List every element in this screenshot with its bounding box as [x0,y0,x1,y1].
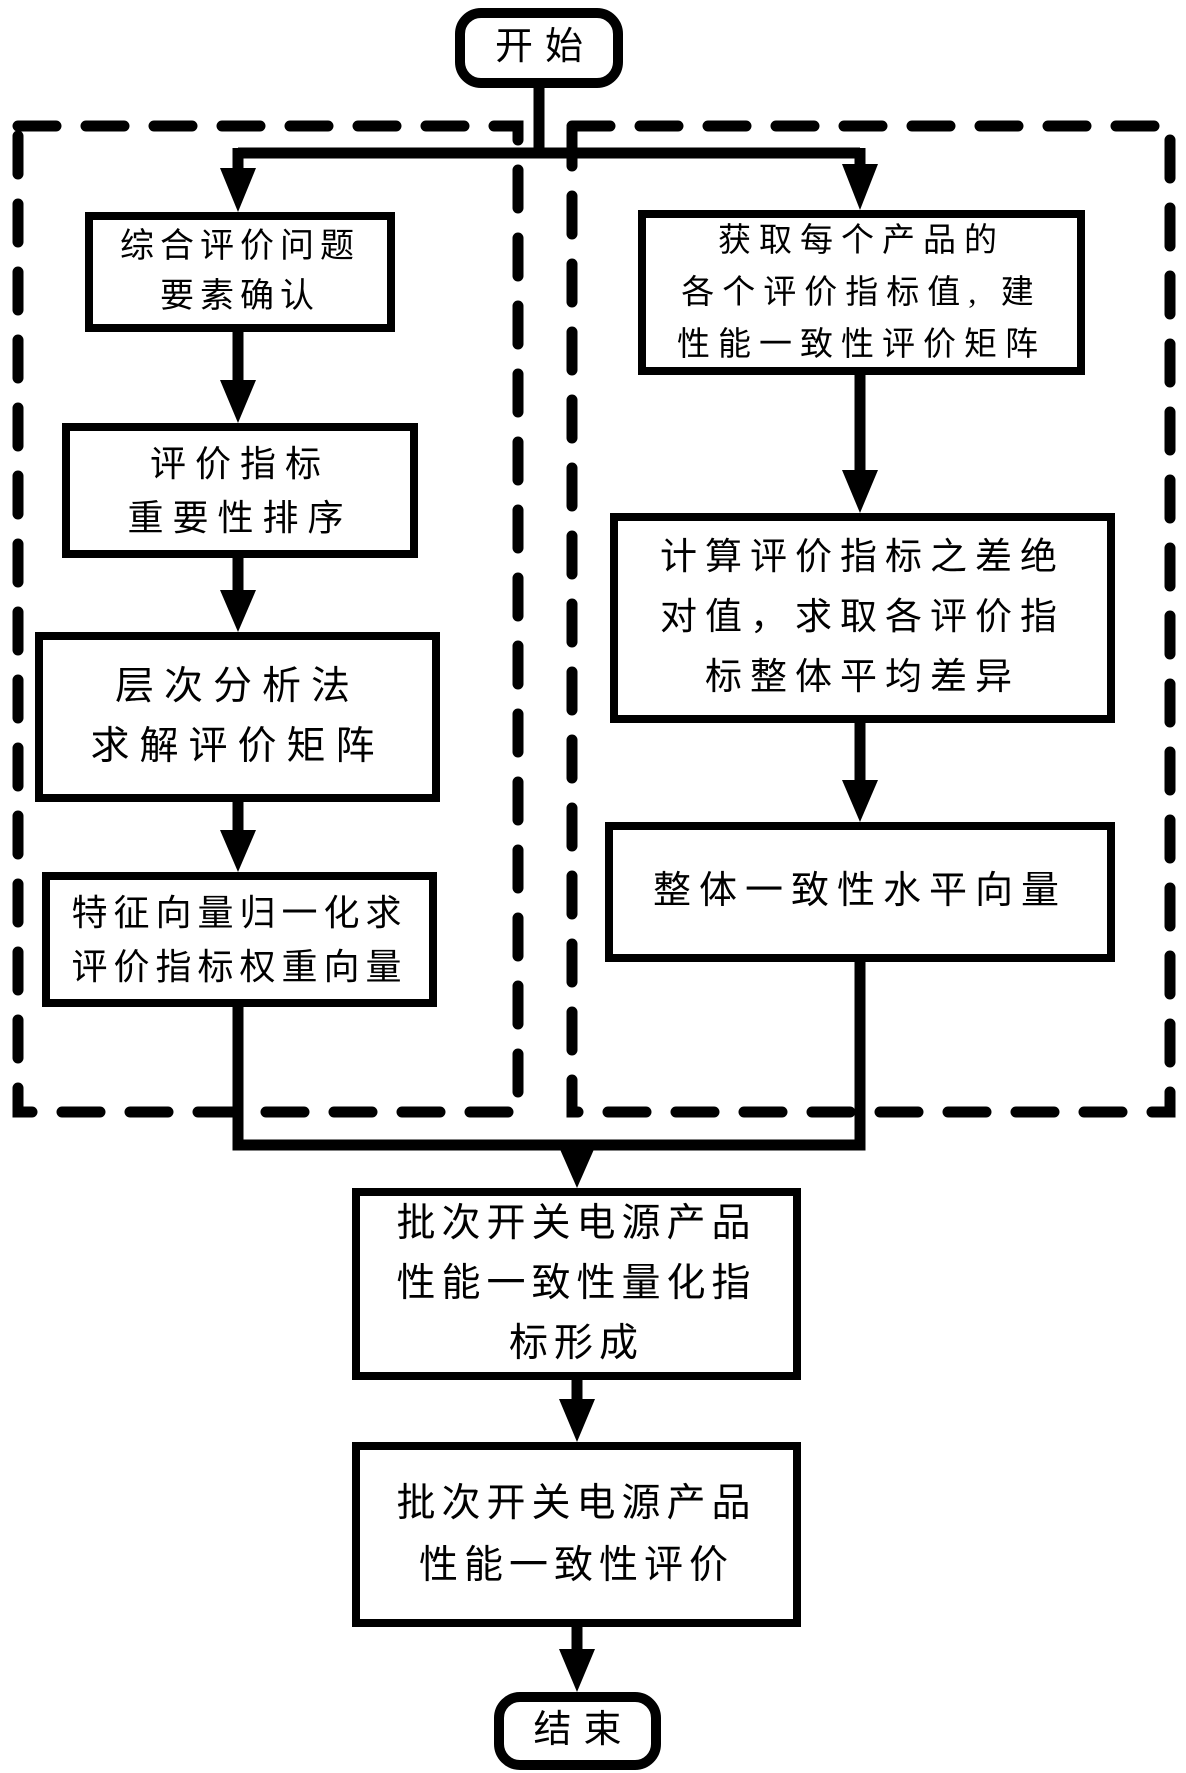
step-ahp-solve-matrix: 层次分析法 求解评价矩阵 [35,632,440,802]
step-label: 整体一致性水平向量 [652,870,1067,913]
arrow-l1-l2-head [220,380,256,423]
end-label: 结束 [533,1709,634,1752]
branch-line [238,84,860,159]
step-label: 获取每个产品的 各个评价指标值, 建 性能一致性评价矩阵 [677,222,1046,363]
arrow-branch-right-head [842,164,878,210]
step-label: 批次开关电源产品 性能一致性量化指 标形成 [396,1202,757,1365]
step-label: 评价指标 重要性排序 [127,443,353,538]
arrow-l3-l4-head [220,830,256,872]
start-terminal: 开始 [455,8,623,88]
step-label: 层次分析法 求解评价矩阵 [90,665,385,768]
end-terminal: 结束 [494,1692,661,1770]
arrow-l2-l3-head [220,590,256,632]
step-label: 批次开关电源产品 性能一致性评价 [396,1481,757,1587]
step-indicator-importance-ranking: 评价指标 重要性排序 [62,423,418,558]
step-label: 计算评价指标之差绝 对值，求取各评价指 标整体平均差异 [660,537,1065,698]
step-eigenvector-normalization: 特征向量归一化求 评价指标权重向量 [42,872,437,1007]
step-label: 综合评价问题 要素确认 [120,228,360,315]
arrow-b2-end-head [559,1649,595,1692]
dashed-group-left [12,120,524,1118]
arrow-branch-left-head [220,168,256,212]
dashed-group-right [566,120,1176,1118]
start-label: 开始 [494,26,595,69]
merge-line [232,962,866,1151]
arrow-r2-r3-head [842,780,878,822]
step-compute-absolute-differences: 计算评价指标之差绝 对值，求取各评价指 标整体平均差异 [610,513,1115,723]
step-consistency-evaluation: 批次开关电源产品 性能一致性评价 [352,1442,801,1627]
step-evaluation-elements: 综合评价问题 要素确认 [85,212,395,332]
arrow-b1-b2-head [559,1399,595,1442]
step-acquire-indicator-values: 获取每个产品的 各个评价指标值, 建 性能一致性评价矩阵 [638,210,1085,375]
arrow-merge-head [559,1147,595,1188]
step-label: 特征向量归一化求 评价指标权重向量 [71,892,408,987]
step-quantized-indicator-formation: 批次开关电源产品 性能一致性量化指 标形成 [352,1188,801,1380]
step-overall-consistency-vector: 整体一致性水平向量 [605,822,1115,962]
arrow-r1-r2-head [842,470,878,513]
